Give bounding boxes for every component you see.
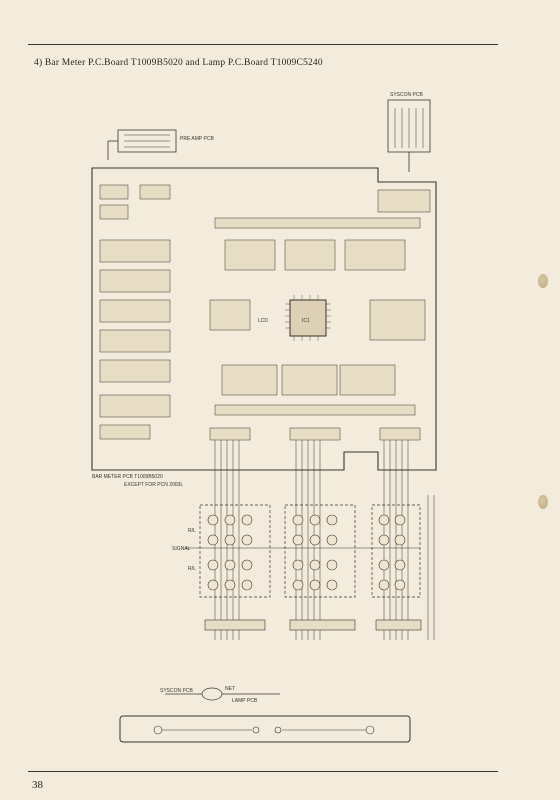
- top-rule: [28, 44, 498, 45]
- bottom-rule: [28, 771, 498, 772]
- bar-meter-pcb-outline: [91, 167, 437, 471]
- label-except-for: EXCEPT FOR PCN 2003L: [124, 482, 184, 488]
- label-bar-meter-pcb: BAR METER PCB T1009B5020: [92, 474, 163, 480]
- row-label-3: R/L: [188, 566, 196, 572]
- label-lcd: LCD: [258, 318, 269, 324]
- label-lamp-pcb: LAMP PCB: [232, 698, 258, 704]
- page-number: 38: [32, 779, 43, 791]
- label-syscon-bottom: SYSCON PCB: [160, 688, 193, 694]
- label-net: NET: [225, 686, 235, 692]
- label-syscon-top: SYSCON PCB: [390, 92, 423, 98]
- binder-hole-bottom: [538, 495, 548, 509]
- binder-hole-top: [538, 274, 548, 288]
- lamp-pcb-outline: [119, 715, 411, 743]
- label-preamp: PRE AMP PCB: [180, 136, 214, 142]
- figure-caption: 4) Bar Meter P.C.Board T1009B5020 and La…: [34, 58, 323, 68]
- main-ic: [289, 299, 327, 337]
- row-label-1: R/L: [188, 528, 196, 534]
- row-label-2: SIGNAL: [172, 546, 191, 552]
- label-ic-main: IC1: [302, 318, 310, 324]
